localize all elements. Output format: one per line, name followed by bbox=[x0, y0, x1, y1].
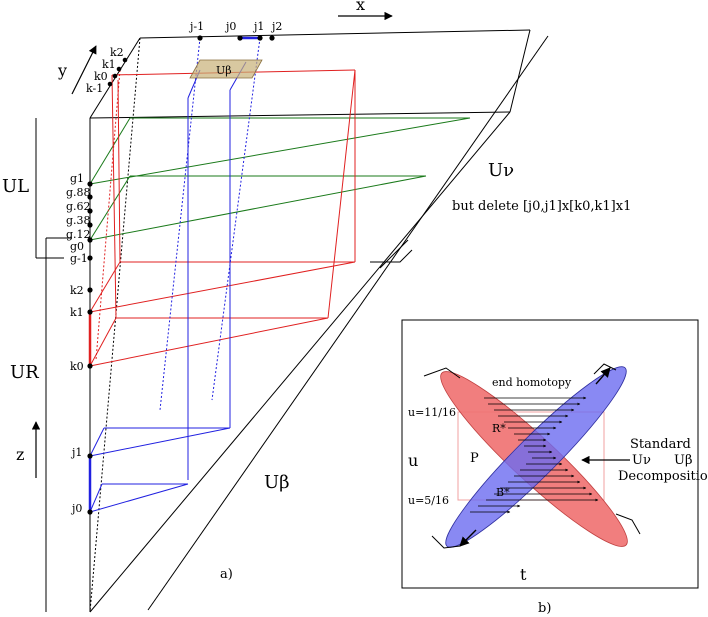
dot-j2 bbox=[269, 35, 275, 41]
g-label-1: g.88 bbox=[66, 186, 91, 199]
g-label-5: g0 bbox=[70, 240, 84, 253]
dot-g38 bbox=[87, 222, 93, 228]
dot-k1-top bbox=[116, 66, 122, 72]
dot-k0-top bbox=[112, 73, 118, 79]
u-r-label: UR bbox=[10, 362, 39, 383]
caption-b: b) bbox=[538, 601, 551, 616]
panel-a: x y z j-1 j0 j1 j2 k2 k1 k0 k-1 Uβ g1 g.… bbox=[2, 0, 631, 613]
end-homotopy-label: end homotopy bbox=[492, 376, 572, 389]
caption-a: a) bbox=[220, 567, 233, 582]
green-sheets bbox=[89, 117, 471, 241]
bracket-lines bbox=[35, 118, 413, 612]
red-box bbox=[88, 69, 356, 367]
dot-k1 bbox=[87, 309, 93, 315]
y-axis-label: y bbox=[57, 61, 67, 80]
dot-k-1-top bbox=[107, 81, 113, 87]
dot-g-1 bbox=[87, 255, 93, 261]
j-side-label-0: j1 bbox=[70, 446, 82, 459]
dot-j0-side bbox=[87, 509, 93, 515]
k-top-label-1: k1 bbox=[102, 58, 116, 71]
b-star-label: B* bbox=[496, 486, 510, 499]
dot-g88 bbox=[87, 194, 93, 200]
dot-k2 bbox=[87, 287, 93, 293]
blue-ellipse-top-arrow bbox=[595, 367, 611, 385]
dot-j0 bbox=[237, 35, 243, 41]
dot-g12 bbox=[87, 237, 93, 243]
decomposition-label: Decomposition bbox=[618, 469, 708, 484]
blue-ellipse-bottom-arrow bbox=[459, 529, 477, 547]
j-top-label-3: j2 bbox=[270, 20, 282, 33]
u-beta-b-label: Uβ bbox=[674, 453, 692, 468]
t-axis-label: t bbox=[520, 565, 527, 584]
k-top-label-2: k0 bbox=[94, 70, 108, 83]
u-beta-patch bbox=[189, 59, 263, 79]
dot-j1-side bbox=[87, 453, 93, 459]
u-axis-label: u bbox=[408, 451, 418, 470]
corner-brackets bbox=[423, 363, 641, 549]
dot-k2-top bbox=[122, 57, 128, 63]
k-side-label-1: k1 bbox=[70, 306, 84, 319]
but-delete-label: but delete [j0,j1]x[k0,k1]x1 bbox=[452, 199, 631, 214]
j-side-label-1: j0 bbox=[70, 502, 82, 515]
standard-label: Standard bbox=[630, 437, 691, 452]
u-l-label: UL bbox=[2, 176, 29, 197]
dot-g1 bbox=[87, 181, 93, 187]
p-label: P bbox=[470, 451, 479, 466]
u-beta-top-label: Uβ bbox=[216, 64, 232, 77]
k-top-label-0: k2 bbox=[110, 46, 124, 59]
g-label-0: g1 bbox=[70, 172, 84, 185]
hatch-arrows bbox=[470, 396, 599, 514]
k-side-label-0: k2 bbox=[70, 284, 84, 297]
y-axis-arrow bbox=[71, 45, 97, 95]
r-star-label: R* bbox=[492, 422, 506, 435]
edge-dots bbox=[87, 35, 275, 515]
g-label-2: g.62 bbox=[66, 200, 91, 213]
g-label-4: g.12 bbox=[66, 228, 91, 241]
u-top-label: u=11/16 bbox=[408, 406, 456, 419]
dot-j-1 bbox=[197, 35, 203, 41]
k-side-label-2: k0 bbox=[70, 360, 84, 373]
blue-ellipse bbox=[445, 366, 627, 548]
g-label-6: g-1 bbox=[70, 252, 88, 265]
panel-b: end homotopy u=11/16 u=5/16 u t P R* B* … bbox=[401, 319, 708, 616]
j-top-label-1: j0 bbox=[224, 20, 236, 33]
u-nu-label: Uν bbox=[488, 160, 514, 181]
u-bottom-label: u=5/16 bbox=[408, 494, 449, 507]
j-top-label-0: j-1 bbox=[188, 20, 204, 33]
z-axis-label: z bbox=[16, 445, 24, 464]
blue-box bbox=[88, 36, 261, 513]
x-axis-label: x bbox=[356, 0, 365, 14]
k-top-label-3: k-1 bbox=[86, 82, 103, 95]
dot-j1 bbox=[257, 35, 263, 41]
dot-k0 bbox=[87, 363, 93, 369]
u-nu-b-label: Uν bbox=[632, 453, 651, 468]
g-label-3: g.38 bbox=[66, 214, 91, 227]
j-top-label-2: j1 bbox=[252, 20, 264, 33]
u-beta-label: Uβ bbox=[264, 472, 290, 493]
dot-g62 bbox=[87, 208, 93, 214]
